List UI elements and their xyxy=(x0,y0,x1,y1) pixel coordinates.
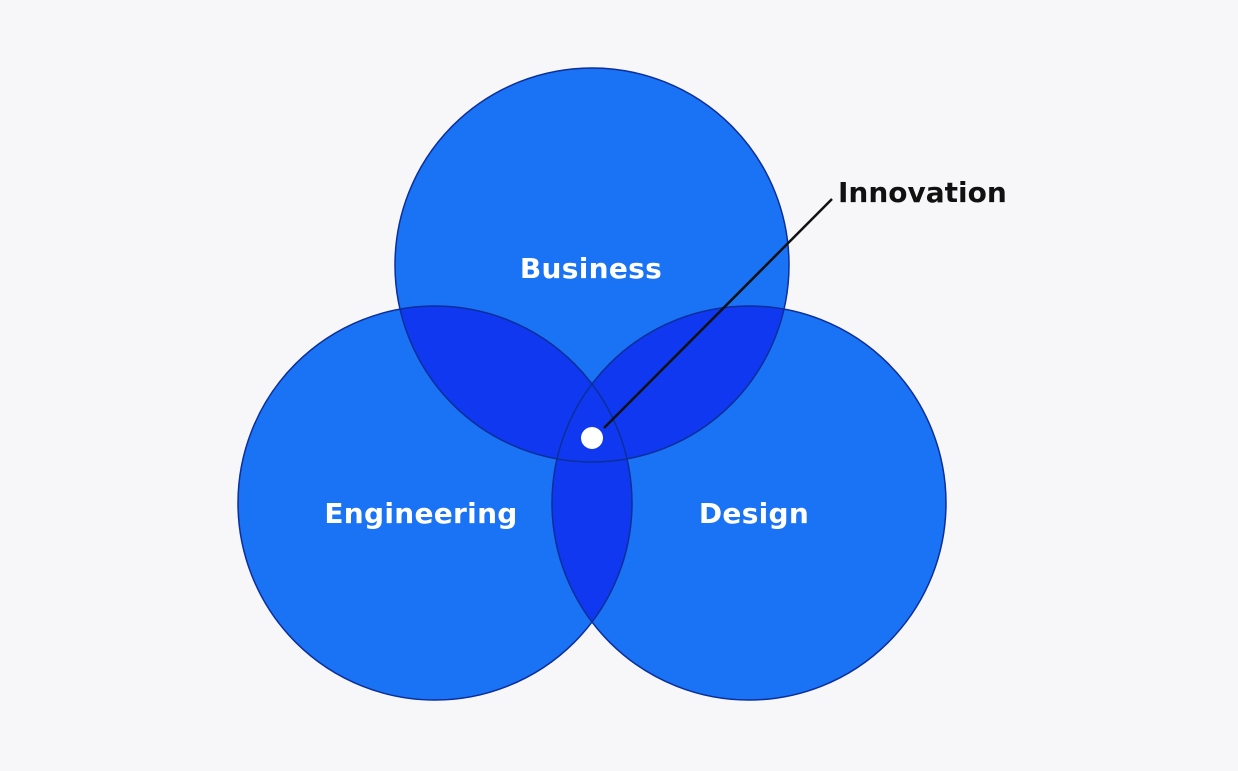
overlap-business-engineering xyxy=(395,306,632,462)
innovation-marker-dot xyxy=(581,427,603,449)
label-design: Design xyxy=(699,497,809,530)
label-business: Business xyxy=(520,252,662,285)
outline-design xyxy=(551,305,947,701)
overlap-business-design xyxy=(552,306,789,462)
callout-leader-line xyxy=(603,198,833,429)
label-engineering: Engineering xyxy=(324,497,517,530)
outline-engineering xyxy=(237,305,633,701)
callout-label-innovation: Innovation xyxy=(838,176,1007,209)
outline-business xyxy=(394,67,790,463)
